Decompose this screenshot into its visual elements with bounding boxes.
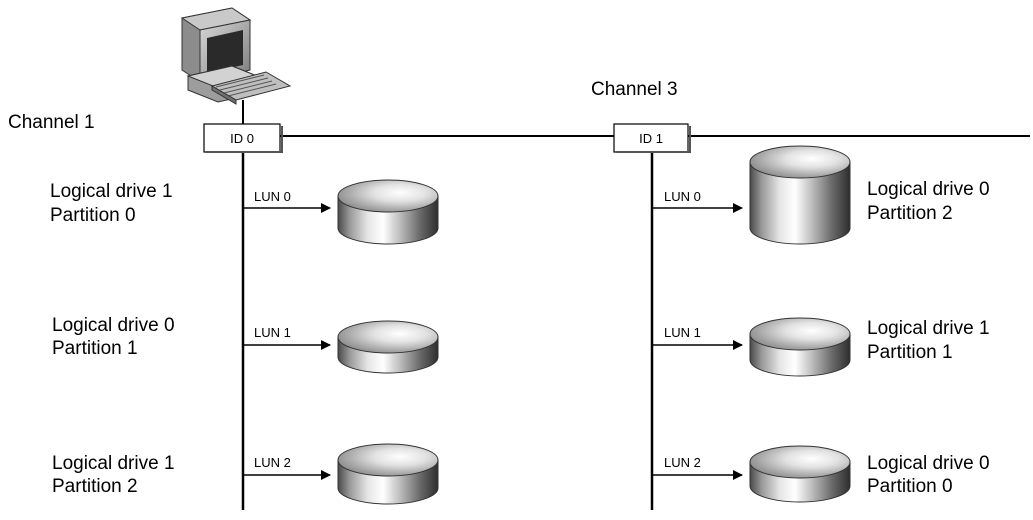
drive-label: Logical drive 0: [52, 315, 175, 336]
computer-icon: [180, 7, 292, 105]
channel-1-label: Channel 1: [8, 112, 95, 133]
drive-label: Logical drive 1: [50, 181, 173, 202]
lun-label: LUN 1: [664, 325, 701, 340]
lun-row: LUN 1 Logical drive 0 Partition 1: [52, 315, 439, 374]
disk-drive-icon: [749, 317, 851, 377]
lun-row: LUN 2 Logical drive 0 Partition 0: [652, 445, 990, 503]
lun-row: LUN 1 Logical drive 1 Partition 1: [652, 317, 990, 377]
disk-drive-icon: [337, 179, 439, 245]
partition-label: Partition 1: [52, 338, 138, 359]
lun-label: LUN 2: [254, 455, 291, 470]
disk-drive-icon: [337, 443, 439, 505]
drive-label: Logical drive 1: [52, 453, 175, 474]
drive-label: Logical drive 1: [867, 318, 990, 339]
id-box-channel-3: ID 1: [613, 123, 691, 153]
drive-label: Logical drive 0: [867, 453, 990, 474]
lun-row: LUN 0 Logical drive 0 Partition 2: [652, 145, 990, 245]
drive-label: Logical drive 0: [867, 179, 990, 200]
lun-label: LUN 1: [254, 325, 291, 340]
lun-label: LUN 0: [254, 189, 291, 204]
partition-label: Partition 2: [867, 203, 953, 224]
partition-label: Partition 0: [50, 205, 136, 226]
partition-label: Partition 0: [867, 476, 953, 497]
partition-label: Partition 2: [52, 476, 138, 497]
lun-row: LUN 2 Logical drive 1 Partition 2: [52, 443, 439, 505]
lun-row: LUN 0 Logical drive 1 Partition 0: [50, 179, 439, 245]
disk-drive-icon: [749, 145, 851, 245]
disk-drive-icon: [749, 445, 851, 503]
id-label: ID 0: [230, 131, 254, 146]
partition-label: Partition 1: [867, 342, 953, 363]
disk-drive-icon: [337, 320, 439, 374]
lun-label: LUN 2: [664, 455, 701, 470]
lun-label: LUN 0: [664, 189, 701, 204]
channel-3-label: Channel 3: [591, 79, 678, 100]
id-label: ID 1: [639, 131, 663, 146]
id-box-channel-1: ID 0: [203, 123, 283, 153]
